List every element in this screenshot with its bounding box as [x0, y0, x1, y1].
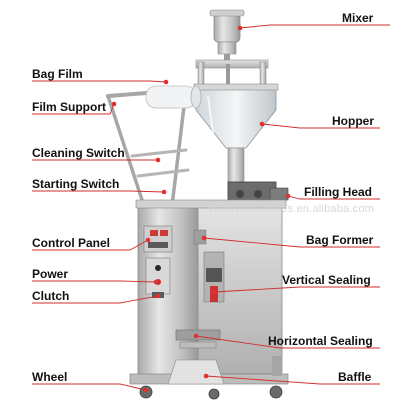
pointer-dot-wheel	[143, 387, 149, 393]
pointer-dot-starting-switch	[161, 189, 167, 195]
pointer-dot-bag-former	[201, 235, 207, 241]
label-bag-film: Bag Film	[32, 67, 83, 81]
leader-line-starting-switch	[32, 190, 165, 193]
label-mixer: Mixer	[342, 11, 374, 25]
label-wheel: Wheel	[32, 370, 68, 384]
label-horizontal-sealing: Horizontal Sealing	[268, 334, 373, 348]
leader-line-filling-head	[287, 195, 380, 200]
leader-line-wheel	[32, 383, 147, 391]
pointer-dot-mixer	[237, 25, 243, 31]
leader-line-control-panel	[32, 239, 149, 251]
pointer-dot-control-panel	[145, 237, 151, 243]
label-control-panel: Control Panel	[32, 236, 111, 250]
filling-pipe	[227, 147, 245, 185]
leader-line-clutch	[32, 295, 159, 304]
pointer-dot-cleaning-switch	[155, 157, 161, 163]
horizontal-sealing-unit	[175, 329, 221, 349]
wheels	[139, 385, 283, 400]
pointer-dot-bag-film	[163, 79, 169, 85]
pointer-dot-clutch	[155, 293, 161, 299]
label-bag-former: Bag Former	[306, 233, 374, 247]
hopper	[193, 83, 279, 149]
label-filling-head: Filling Head	[304, 185, 373, 199]
label-vertical-sealing: Vertical Sealing	[282, 273, 371, 287]
label-film-support: Film Support	[32, 100, 106, 114]
pointer-dot-vertical-sealing	[211, 289, 217, 295]
label-power: Power	[32, 267, 69, 281]
label-baffle: Baffle	[338, 370, 372, 384]
label-starting-switch: Starting Switch	[32, 177, 120, 191]
leader-line-horizontal-sealing	[195, 335, 380, 349]
leader-line-mixer	[239, 24, 390, 29]
mixer-motor	[209, 9, 245, 64]
pointer-dot-horizontal-sealing	[193, 333, 199, 339]
leader-line-bag-former	[203, 237, 380, 248]
label-clutch: Clutch	[32, 289, 70, 303]
leader-line-vertical-sealing	[213, 286, 380, 293]
watermark: vpowermachines.en.alibaba.com	[208, 203, 374, 215]
leader-line-hopper	[261, 123, 380, 129]
label-cleaning-switch: Cleaning Switch	[32, 146, 125, 160]
pointer-dot-baffle	[203, 373, 209, 379]
pointer-dot-hopper	[259, 121, 265, 127]
leader-line-baffle	[205, 375, 380, 385]
leader-lines	[32, 24, 390, 393]
bag-film-roll	[145, 85, 202, 109]
pointer-dot-filling-head	[285, 193, 291, 199]
vertical-sealing-unit	[203, 251, 225, 303]
machine-base	[129, 356, 289, 385]
leader-line-film-support	[32, 103, 115, 115]
pointer-dot-power	[153, 279, 159, 285]
label-hopper: Hopper	[332, 114, 374, 128]
control-panel-box	[143, 225, 173, 298]
leader-line-bag-film	[32, 80, 167, 83]
pointer-dot-film-support	[111, 101, 117, 107]
leader-line-power	[32, 280, 157, 283]
